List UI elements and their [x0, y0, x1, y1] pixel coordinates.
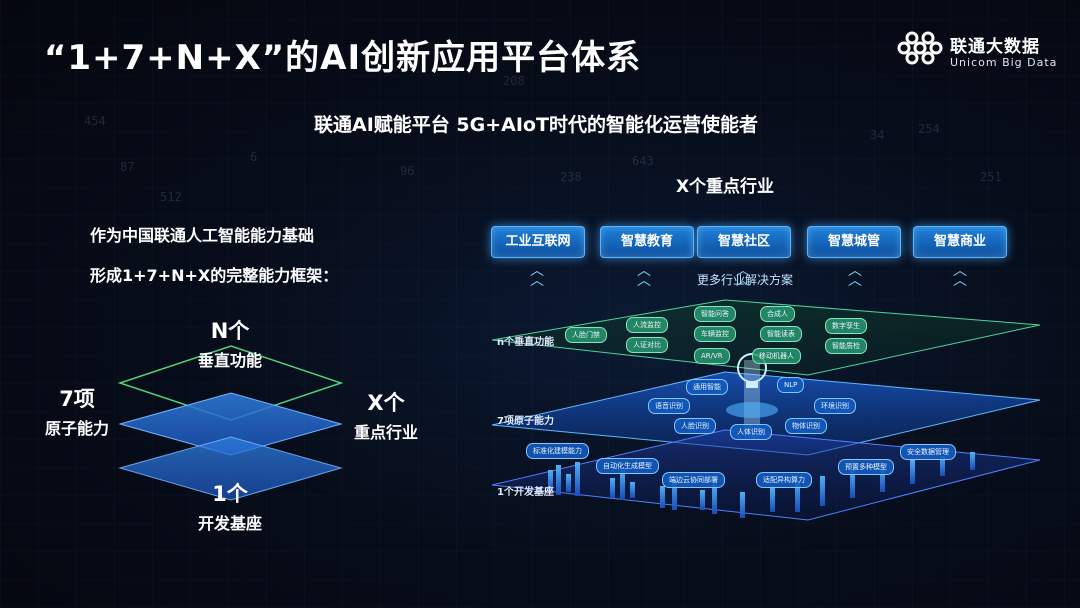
industry-item: 智慧城管	[807, 226, 901, 258]
base-layer-shape	[118, 436, 343, 501]
function-tag: 数字孪生	[825, 318, 867, 334]
label-key-industries: X个 重点行业	[353, 391, 418, 442]
base-tag: 适配异构算力	[756, 472, 812, 488]
background-number: 643	[632, 154, 654, 168]
function-tag: 人流监控	[626, 317, 668, 333]
intro-line-1: 作为中国联通人工智能能力基础	[90, 226, 315, 245]
platform-label-atomic: 7项原子能力	[497, 416, 554, 427]
chevron-up-icon: ︿︿	[736, 263, 750, 289]
ability-tag: 人脸识别	[674, 418, 716, 434]
ability-tag: 环境识别	[814, 398, 856, 414]
background-number: 96	[400, 164, 415, 178]
more-solutions-label: 更多行业解决方案	[696, 273, 793, 287]
function-tag: 智能读表	[760, 326, 802, 342]
ability-tag: NLP	[777, 377, 805, 393]
chevron-up-icon: ︿︿	[953, 263, 967, 289]
background-number: 238	[560, 170, 582, 184]
ability-tag: 通用智能	[686, 379, 728, 395]
label-atomic-abilities: 7项 原子能力	[44, 387, 109, 438]
base-tag: 标准化建模能力	[526, 443, 589, 459]
function-tag: 合成人	[760, 306, 795, 322]
base-tag: 端边云协同部署	[662, 472, 725, 488]
background-number: 87	[120, 160, 135, 174]
background-number: 34	[870, 128, 885, 142]
platform-label-vertical: n个垂直功能	[497, 337, 555, 348]
ability-tag: 人体识别	[730, 424, 772, 440]
background-number: 254	[918, 122, 940, 136]
intro-line-2: 形成1+7+N+X的完整能力框架：	[90, 266, 339, 285]
subtitle: 联通AI赋能平台 5G+AIoT时代的智能化运营使能者	[314, 114, 758, 136]
ability-tag: 物体识别	[785, 418, 827, 434]
base-tag: 预置多种模型	[838, 459, 894, 475]
label-vertical-functions: N个 垂直功能	[197, 319, 262, 370]
function-tag: 车辆监控	[694, 326, 736, 342]
function-tag: 人证对比	[626, 337, 668, 353]
base-tag: 自动化生成模型	[596, 458, 659, 474]
background-number: 6	[250, 150, 258, 164]
background-number: 251	[980, 170, 1002, 184]
ability-tag: 语音识别	[648, 398, 690, 414]
industry-item: 智慧教育	[600, 226, 694, 258]
logo-name-en: Unicom Big Data	[950, 56, 1058, 69]
function-tag: 智能问答	[694, 306, 736, 322]
industries-title: X个重点行业	[675, 177, 775, 197]
chevron-up-icon: ︿︿	[530, 263, 544, 289]
background-number: 454	[84, 114, 106, 128]
label-dev-base: 1个 开发基座	[197, 482, 262, 533]
chevron-up-icon: ︿︿	[637, 263, 651, 289]
chevron-up-icon: ︿︿	[848, 263, 862, 289]
background-number: 512	[160, 190, 182, 204]
city-bars	[548, 452, 975, 518]
function-tag: 人脸门禁	[565, 327, 607, 343]
industry-item: 智慧商业	[913, 226, 1007, 258]
logo-name-cn: 联通大数据	[950, 37, 1040, 57]
bulb-base	[746, 382, 758, 388]
page-title: “1+7+N+X”的AI创新应用平台体系	[44, 38, 642, 78]
industry-item: 工业互联网	[491, 226, 585, 258]
function-tag: 移动机器人	[752, 348, 801, 364]
brand-logo: 联通大数据 Unicom Big Data	[896, 26, 1066, 70]
center-disc	[726, 402, 778, 418]
atomic-layer-shape	[118, 392, 343, 456]
industry-item: 智慧社区	[697, 226, 791, 258]
function-tag: AR/VR	[694, 348, 730, 364]
center-beam	[744, 360, 760, 440]
background-number: 208	[503, 74, 525, 88]
function-tag: 智能质检	[825, 338, 867, 354]
platform-label-base: 1个开发基座	[497, 487, 554, 498]
base-tag: 安全数据管理	[900, 444, 956, 460]
unicom-knot-icon	[897, 31, 943, 65]
